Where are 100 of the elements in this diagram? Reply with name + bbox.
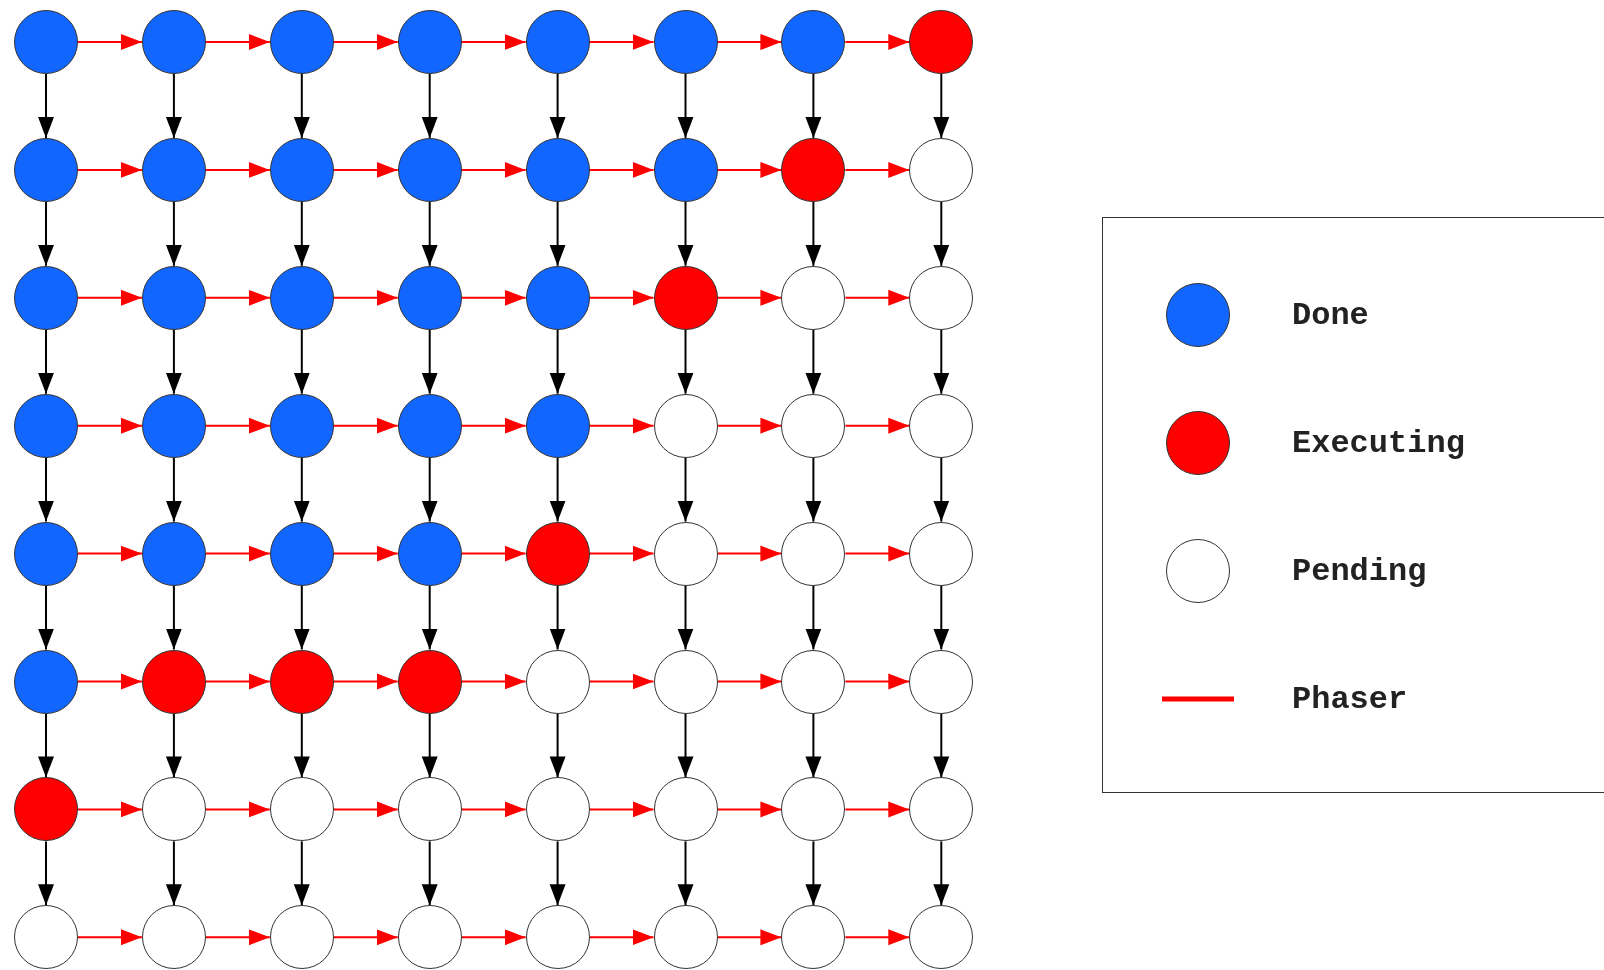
- legend-label: Executing: [1292, 424, 1465, 462]
- arrow: [77, 161, 143, 178]
- arrow: [38, 456, 54, 523]
- arrow: [204, 417, 271, 434]
- arrow: [38, 712, 54, 779]
- arrow: [677, 584, 694, 651]
- arrow: [421, 712, 438, 779]
- arrow: [38, 328, 54, 395]
- arrow: [677, 200, 694, 267]
- arrow: [716, 34, 783, 50]
- arrow: [460, 929, 527, 946]
- arrow: [677, 456, 694, 523]
- arrow: [716, 289, 783, 306]
- arrow: [677, 328, 694, 395]
- arrow: [293, 200, 310, 267]
- arrow: [844, 161, 911, 178]
- legend-label: Phaser: [1292, 680, 1408, 718]
- arrow: [933, 328, 950, 395]
- arrow: [588, 417, 655, 434]
- arrow: [933, 456, 950, 523]
- arrow: [332, 545, 399, 562]
- arrow: [933, 73, 950, 139]
- arrow: [716, 929, 783, 946]
- arrow: [165, 328, 182, 395]
- arrow: [293, 456, 310, 523]
- arrow: [844, 417, 911, 434]
- arrow: [421, 73, 438, 139]
- arrow: [549, 328, 566, 395]
- arrow: [460, 34, 527, 50]
- arrow: [677, 840, 694, 907]
- arrow: [77, 801, 143, 818]
- arrow: [588, 673, 655, 690]
- arrow: [38, 200, 54, 267]
- arrow: [460, 801, 527, 818]
- arrow: [332, 34, 399, 50]
- arrow: [165, 712, 182, 779]
- arrow: [38, 840, 54, 907]
- arrow: [332, 929, 399, 946]
- arrow: [716, 161, 783, 178]
- arrow: [844, 289, 911, 306]
- arrow: [460, 289, 527, 306]
- arrow: [77, 289, 143, 306]
- arrow: [805, 712, 822, 779]
- arrow: [805, 584, 822, 651]
- arrow: [805, 73, 822, 139]
- arrow: [332, 673, 399, 690]
- arrow: [204, 801, 271, 818]
- arrow: [588, 929, 655, 946]
- arrow: [165, 73, 182, 139]
- arrow: [421, 200, 438, 267]
- arrow: [293, 840, 310, 907]
- arrow: [332, 801, 399, 818]
- arrow: [805, 456, 822, 523]
- legend-label: Done: [1292, 296, 1369, 334]
- arrow: [204, 545, 271, 562]
- arrow: [716, 417, 783, 434]
- arrow: [165, 456, 182, 523]
- arrow: [716, 545, 783, 562]
- arrow: [204, 289, 271, 306]
- arrow: [421, 456, 438, 523]
- arrow: [38, 73, 54, 139]
- arrow: [38, 584, 54, 651]
- arrow: [204, 34, 271, 50]
- arrow: [716, 801, 783, 818]
- legend-label: Pending: [1292, 552, 1427, 590]
- arrow: [293, 328, 310, 395]
- arrow: [165, 840, 182, 907]
- arrow: [549, 200, 566, 267]
- arrow: [805, 328, 822, 395]
- arrow: [844, 929, 911, 946]
- arrow: [805, 840, 822, 907]
- arrow: [460, 161, 527, 178]
- arrow: [588, 289, 655, 306]
- arrow: [332, 161, 399, 178]
- arrow: [933, 200, 950, 267]
- arrow: [805, 200, 822, 267]
- arrow: [933, 712, 950, 779]
- arrow: [677, 73, 694, 139]
- arrow: [332, 289, 399, 306]
- arrow: [844, 801, 911, 818]
- arrow: [204, 161, 271, 178]
- arrow: [549, 712, 566, 779]
- arrow: [588, 801, 655, 818]
- arrow: [77, 417, 143, 434]
- arrow: [549, 840, 566, 907]
- arrow: [77, 545, 143, 562]
- arrow: [588, 161, 655, 178]
- arrow: [460, 673, 527, 690]
- arrow: [293, 712, 310, 779]
- arrow: [549, 456, 566, 523]
- arrow: [588, 545, 655, 562]
- arrow: [933, 840, 950, 907]
- arrow: [460, 417, 527, 434]
- arrow: [844, 34, 911, 50]
- arrow: [332, 417, 399, 434]
- arrow: [165, 584, 182, 651]
- arrow: [844, 545, 911, 562]
- arrow: [165, 200, 182, 267]
- arrow: [77, 929, 143, 946]
- arrow: [421, 840, 438, 907]
